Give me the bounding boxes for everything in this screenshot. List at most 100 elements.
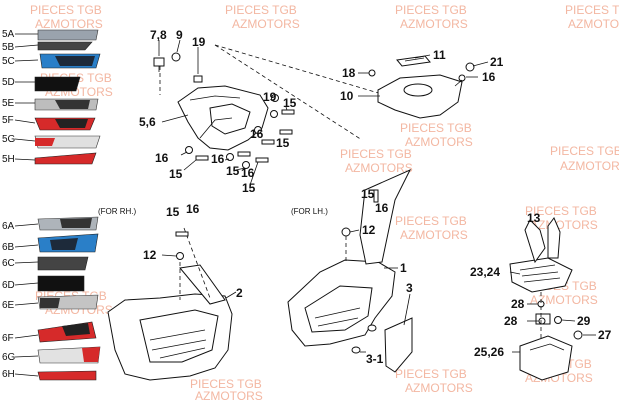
- watermark-text: AZMOTORS: [530, 293, 598, 307]
- screw-part: [176, 252, 184, 260]
- watermark-text: PIECES TGB: [340, 147, 412, 161]
- assembly-dash: [183, 227, 211, 299]
- center-cover-fasteners: [153, 52, 295, 169]
- washer-part: [270, 110, 278, 118]
- top-cover-cap: [403, 83, 433, 97]
- box-straps: [524, 219, 546, 264]
- screw-part: [573, 330, 583, 340]
- leader-line: [176, 39, 181, 53]
- decal-6h: [37, 370, 97, 381]
- decal-label: 5G: [2, 134, 16, 145]
- top-cover-pad: [396, 55, 431, 67]
- bolt-part: [175, 231, 189, 237]
- decal-label: 5E: [2, 98, 15, 109]
- decal-6g-red: [82, 347, 100, 362]
- decal-set-5: 5A 5B 5C 5D 5E 5F 5G 5H: [2, 29, 101, 165]
- rh-footwell-ribs: [149, 329, 207, 359]
- callout-number: 29: [577, 314, 591, 328]
- callout-number: 15: [166, 205, 180, 219]
- callout-number: 10: [340, 89, 354, 103]
- leader-line: [349, 229, 360, 233]
- callout-number: 18: [342, 66, 356, 80]
- bolt-part: [237, 151, 251, 157]
- leader-line: [14, 158, 36, 161]
- leader-line: [161, 114, 189, 123]
- box-cover-grid: [519, 264, 561, 283]
- watermark-text: AZMOTORS: [568, 17, 619, 31]
- decal-6b-dark: [50, 238, 78, 250]
- lh-note: (FOR LH.): [291, 207, 328, 216]
- watermark-text: AZMOTORS: [232, 17, 300, 31]
- decal-label: 5C: [2, 56, 15, 67]
- leader-line: [180, 151, 188, 156]
- leader-line: [14, 282, 39, 286]
- watermark-text: PIECES TGB: [525, 204, 597, 218]
- watermark-text: AZMOTORS: [345, 161, 413, 175]
- bolt-part: [281, 109, 295, 115]
- watermark-text: PIECES TGB: [190, 377, 262, 391]
- leader-line: [403, 293, 411, 326]
- callout-number: 15: [169, 167, 183, 181]
- callout-number: 9: [176, 28, 183, 42]
- decal-label: 6B: [2, 242, 15, 253]
- decal-label: 6E: [2, 300, 15, 311]
- decal-label: 6A: [2, 221, 15, 232]
- clip-part: [153, 57, 165, 67]
- callout-number: 16: [482, 70, 496, 84]
- callout-number: 23,24: [470, 265, 500, 279]
- decal-5b: [37, 41, 93, 51]
- callout-number: 16: [186, 202, 200, 216]
- leader-line: [225, 291, 237, 299]
- callout-number: 1: [400, 261, 407, 275]
- decal-label: 6H: [2, 369, 15, 380]
- decal-6c: [37, 256, 89, 271]
- washer-part: [554, 316, 562, 324]
- watermark-text: AZMOTORS: [400, 17, 468, 31]
- leader-line: [285, 106, 288, 111]
- callout-number: 12: [143, 248, 157, 262]
- callout-number: 16: [211, 152, 225, 166]
- decal-label: 5B: [2, 42, 15, 53]
- watermark-text: AZMOTORS: [35, 17, 103, 31]
- decal-6f-dark: [62, 323, 90, 336]
- callout-number: 16: [155, 151, 169, 165]
- callout-number: 3: [406, 281, 413, 295]
- leader-line: [14, 59, 39, 62]
- box-cover: [509, 257, 573, 293]
- assembly-dash: [214, 44, 383, 95]
- bolt-part: [279, 129, 293, 135]
- rh-note: (FOR RH.): [98, 207, 137, 216]
- decal-label: 5F: [2, 115, 14, 126]
- decal-set-6: 6A 6B 6C 6D 6E 6F 6G 6H: [2, 216, 101, 381]
- leader-line: [14, 223, 39, 227]
- bolt-part: [255, 157, 269, 163]
- leader-line: [249, 161, 259, 186]
- bolt-part: [373, 189, 379, 203]
- callout-number: 19: [263, 90, 277, 104]
- leader-line: [14, 138, 36, 142]
- leader-line: [414, 54, 431, 59]
- leader-line: [509, 271, 521, 275]
- lh-footwell-ribs: [314, 307, 361, 327]
- watermark-text: PIECES TGB: [395, 214, 467, 228]
- lh-side-panel: [384, 317, 413, 373]
- lh-footwell-inner: [304, 285, 373, 333]
- decal-5c-dark: [55, 56, 95, 66]
- watermark-text: PIECES TGB: [225, 3, 297, 17]
- washer-part: [226, 153, 234, 161]
- leader-line: [224, 158, 230, 161]
- lh-footwell: [287, 168, 413, 373]
- callout-number: 16: [241, 166, 255, 180]
- callout-numbers: 7,8 9 19 11 18 21 16 10 19 15 5,6 16 15 …: [139, 28, 612, 366]
- washer-part: [185, 146, 193, 154]
- grommet-part: [351, 346, 361, 354]
- decal-label: 5A: [2, 29, 15, 40]
- decal-5e-dark: [55, 100, 90, 109]
- leader-line: [14, 302, 39, 306]
- decal-6d: [37, 275, 85, 292]
- callout-number: 3-1: [366, 352, 384, 366]
- leader-line: [14, 261, 39, 264]
- assembly-lines-top: [159, 44, 383, 141]
- washer-part: [254, 126, 262, 134]
- top-cover: [368, 55, 475, 119]
